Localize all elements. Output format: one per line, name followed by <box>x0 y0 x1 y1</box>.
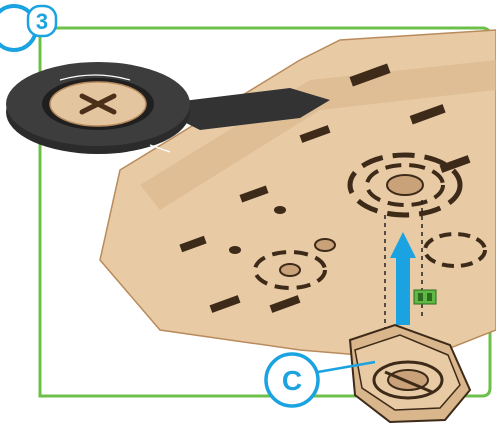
step-number: 3 <box>36 9 48 34</box>
green-connector <box>414 290 436 304</box>
callout-label: C <box>282 365 302 396</box>
step-badge: 3 <box>0 6 56 50</box>
